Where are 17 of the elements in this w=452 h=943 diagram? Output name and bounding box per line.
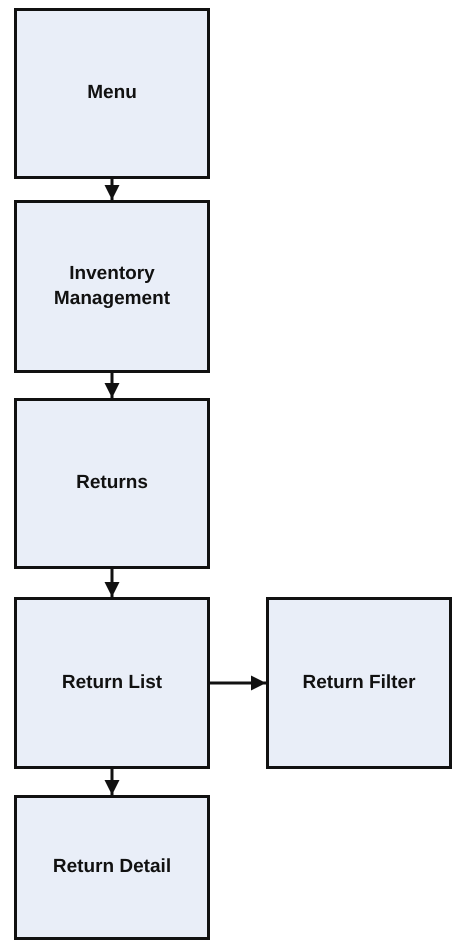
box-label: Inventory Management [52, 262, 172, 310]
box-label: Return List [60, 670, 164, 695]
box-label: Menu [86, 81, 138, 106]
process-box [14, 597, 210, 769]
box-label: Return Detail [52, 855, 172, 880]
arrow [104, 179, 120, 200]
process-box [14, 200, 210, 373]
process-box [14, 795, 210, 940]
box-label: Returns [75, 471, 149, 496]
arrow [104, 373, 120, 398]
arrow [104, 569, 120, 597]
process-box [266, 597, 452, 769]
process-box [14, 8, 210, 179]
arrow [210, 676, 266, 690]
process-box [14, 398, 210, 569]
box-label: Return Filter [302, 670, 416, 695]
arrow [104, 769, 120, 795]
